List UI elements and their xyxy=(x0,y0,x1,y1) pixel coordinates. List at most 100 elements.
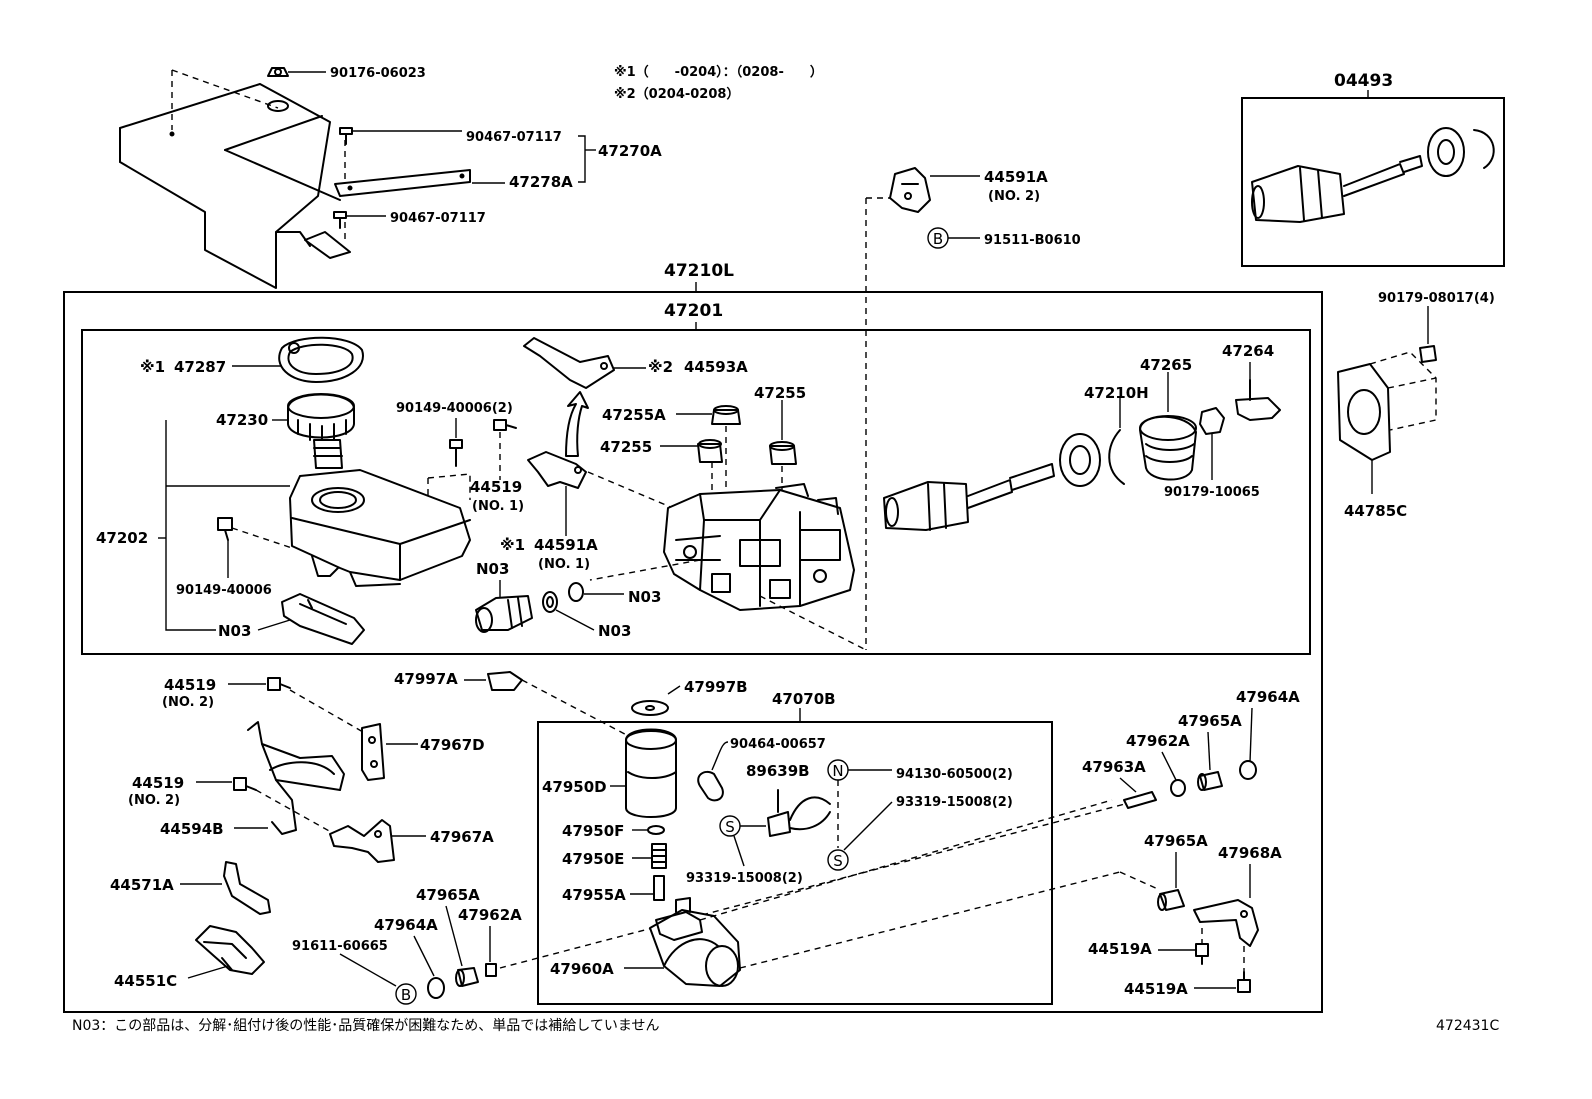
label-44594b: 44594B xyxy=(160,820,224,838)
symbol-b-1: B xyxy=(933,230,943,248)
symbol-s-1: S xyxy=(833,852,843,870)
bushing-47965a-right-2-icon xyxy=(1157,889,1185,911)
bushing-47965a-right-icon xyxy=(1197,771,1223,791)
label-47950e: 47950E xyxy=(562,850,624,868)
label-90464-00657: 90464-00657 xyxy=(730,737,826,752)
label-47968a: 47968A xyxy=(1218,844,1282,862)
arrow-up-icon xyxy=(565,391,589,457)
ring-47210h-icon xyxy=(1108,429,1125,485)
nut-90179-08017-icon xyxy=(1419,345,1437,363)
label-90467-07117-b: 90467-07117 xyxy=(390,211,486,226)
label-44519-no1: 44519 xyxy=(470,478,522,496)
kit-04493-drawing xyxy=(1251,127,1495,223)
pin-47955a-icon xyxy=(653,875,665,901)
label-47201: 47201 xyxy=(664,301,723,321)
label-44519a-a: 44519A xyxy=(1088,940,1152,958)
label-44519a-b: 44519A xyxy=(1124,980,1188,998)
cushion-47997a-icon xyxy=(487,671,523,691)
label-04493: 04493 xyxy=(1334,71,1393,91)
plug-47255-a-icon xyxy=(769,441,797,465)
label-44593a-mark: ※2 xyxy=(648,358,673,376)
label-n03-b: N03 xyxy=(476,560,509,578)
tube-44551c-drawing xyxy=(195,925,265,975)
label-n03-d: N03 xyxy=(628,588,661,606)
label-44591a-no1-sub: (NO. 1) xyxy=(538,557,590,572)
nut-90176-icon xyxy=(267,67,289,77)
label-91511-b0610: 91511-B0610 xyxy=(984,233,1081,248)
assembly-47201-box xyxy=(81,329,1311,655)
clip-90464-00657-icon xyxy=(697,770,724,802)
reservoir-tank-drawing xyxy=(289,469,471,587)
label-47997a: 47997A xyxy=(394,670,458,688)
label-47210h: 47210H xyxy=(1084,384,1149,402)
oring-47950f-icon xyxy=(647,825,665,835)
label-n03-a: N03 xyxy=(218,622,251,640)
label-90149-40006-2: 90149-40006(2) xyxy=(396,401,513,416)
label-89639b: 89639B xyxy=(746,762,810,780)
pump-motor-47960a-drawing xyxy=(649,897,741,987)
bolt-44519-no2-a-icon xyxy=(267,677,291,691)
bracket-47967d-drawing xyxy=(361,723,385,781)
label-44785c: 44785C xyxy=(1344,502,1407,520)
label-47255a: 47255A xyxy=(602,406,666,424)
label-44519-no1-sub: (NO. 1) xyxy=(472,499,524,514)
symbol-b-circle-2 xyxy=(395,983,417,1005)
label-93319-15008-a: 93319-15008(2) xyxy=(896,795,1013,810)
bolt-90467b-icon xyxy=(333,211,347,229)
label-44591a-no1: 44591A xyxy=(534,536,598,554)
cap-47230-drawing xyxy=(287,393,355,469)
bolt-44519a-a-icon xyxy=(1195,943,1209,965)
label-94130-60500: 94130-60500(2) xyxy=(896,767,1013,782)
label-47278a: 47278A xyxy=(509,173,573,191)
bracket-47967a-drawing xyxy=(329,819,395,863)
label-44519-no2-a: 44519 xyxy=(164,676,216,694)
label-47963a: 47963A xyxy=(1082,758,1146,776)
label-44591a-no2-sub: (NO. 2) xyxy=(988,189,1040,204)
label-90179-08017: 90179-08017(4) xyxy=(1378,291,1495,306)
cup-47265-drawing xyxy=(1139,415,1197,481)
label-47070b: 47070B xyxy=(772,690,836,708)
symbol-s-2: S xyxy=(725,818,735,836)
label-44519-no2-b-sub: (NO. 2) xyxy=(128,793,180,808)
label-47962a-left: 47962A xyxy=(458,906,522,924)
label-47962a-right: 47962A xyxy=(1126,732,1190,750)
cover-47270a-drawing xyxy=(119,83,471,289)
bolt-90149-40006-2-icon xyxy=(449,439,463,467)
bracket-47968a-drawing xyxy=(1193,899,1259,947)
bracket-44594b-drawing xyxy=(247,721,345,835)
collar-47962a-right-icon xyxy=(1170,779,1186,797)
label-91611-60665: 91611-60665 xyxy=(292,939,388,954)
bolt-90149-40006-icon xyxy=(217,517,233,541)
label-47265: 47265 xyxy=(1140,356,1192,374)
pin-47963a-icon xyxy=(1123,791,1157,809)
label-47964a-right: 47964A xyxy=(1236,688,1300,706)
bracket-44591a-no1-drawing xyxy=(527,451,587,489)
label-47955a: 47955A xyxy=(562,886,626,904)
label-47967a: 47967A xyxy=(430,828,494,846)
bolt-44519a-b-icon xyxy=(1237,971,1251,993)
nut-90179-10065-icon xyxy=(1199,407,1225,435)
bracket-44593a-drawing xyxy=(523,337,615,389)
label-47202: 47202 xyxy=(96,529,148,547)
kit-04493-box xyxy=(1241,97,1505,267)
accumulator-47950d-drawing xyxy=(625,728,677,818)
label-47964a-left: 47964A xyxy=(374,916,438,934)
label-47950d: 47950D xyxy=(542,778,607,796)
symbol-s-circle-1 xyxy=(827,849,849,871)
label-47210l: 47210L xyxy=(664,261,734,281)
bolt-44519-no1-icon xyxy=(493,419,517,431)
bolt-44519-no2-b-icon xyxy=(233,777,257,791)
label-90467-07117-a: 90467-07117 xyxy=(466,130,562,145)
plug-47255a-icon xyxy=(711,405,741,425)
footer-note: N03：この部品は、分解･組付け後の性能･品質確保が困難なため、単品では補給して… xyxy=(72,1018,659,1034)
bracket-44591a-no2-drawing xyxy=(889,167,931,213)
plug-47255-b-icon xyxy=(697,439,723,463)
plate-44785c-drawing xyxy=(1337,351,1437,461)
label-47255-b: 47255 xyxy=(600,438,652,456)
spring-47950e-icon xyxy=(651,843,667,869)
label-47230: 47230 xyxy=(216,411,268,429)
label-47960a: 47960A xyxy=(550,960,614,978)
collar-47962a-left-icon xyxy=(485,963,497,977)
grommet-47964a-right-icon xyxy=(1239,760,1257,780)
